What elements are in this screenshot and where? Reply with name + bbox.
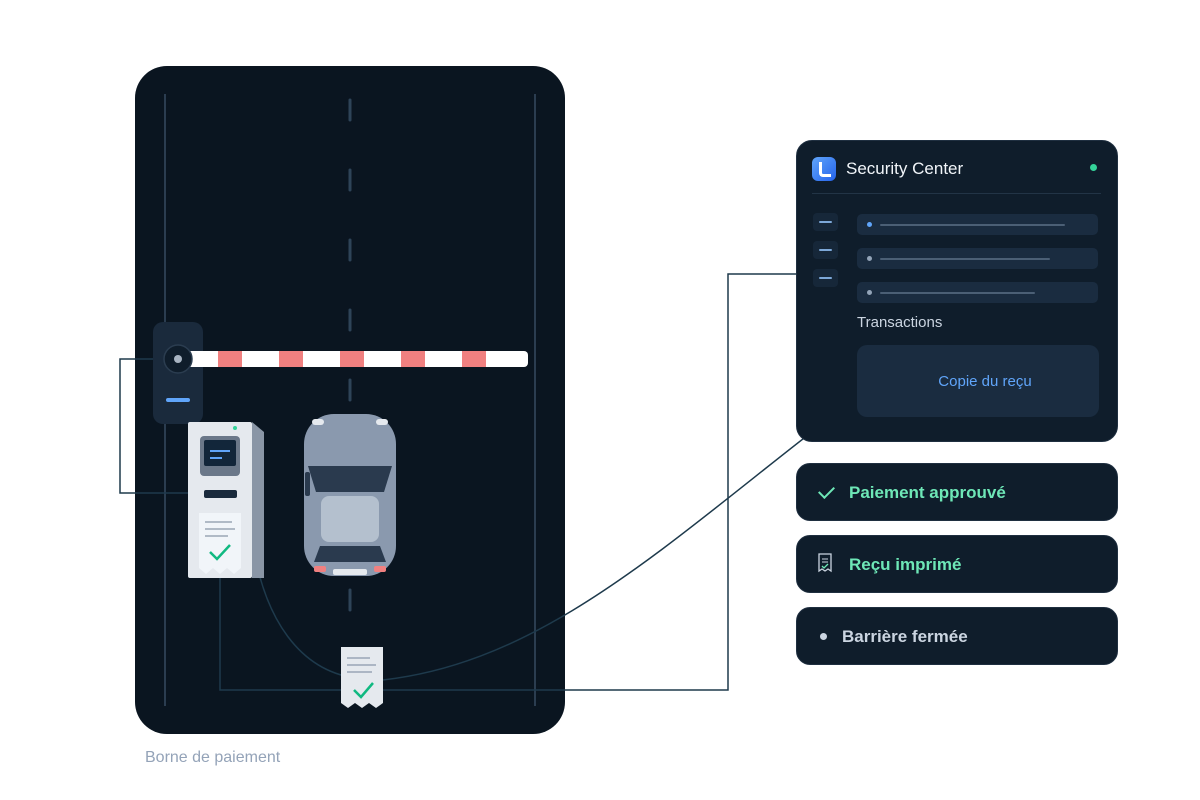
sidebar-menu-item[interactable] <box>813 213 838 231</box>
status-label: Barrière fermée <box>842 627 968 646</box>
online-status-dot <box>1090 164 1097 171</box>
car <box>304 414 396 576</box>
kiosk-caption: Borne de paiement <box>145 749 281 766</box>
row-placeholder <box>880 224 1065 226</box>
barrier-indicator <box>166 398 190 402</box>
sidebar-menu-item[interactable] <box>813 241 838 259</box>
status-barrier-closed: Barrière fermée <box>796 607 1118 665</box>
security-center-title: Security Center <box>846 159 964 178</box>
payment-kiosk <box>188 422 264 578</box>
header-divider <box>812 193 1101 194</box>
security-center-logo-icon <box>812 157 836 181</box>
list-row[interactable] <box>857 248 1098 269</box>
status-label: Reçu imprimé <box>849 555 962 574</box>
bullet-icon <box>820 633 827 640</box>
list-row[interactable] <box>857 214 1098 235</box>
receipt-copy-label: Copie du reçu <box>938 373 1032 390</box>
status-payment-approved: Paiement approuvé <box>796 463 1118 521</box>
list-row[interactable] <box>857 282 1098 303</box>
barrier-gate <box>153 322 528 424</box>
check-icon <box>818 482 835 499</box>
row-placeholder <box>880 258 1050 260</box>
security-center-panel: Security Center Transactions Copie du re… <box>796 140 1118 442</box>
sidebar-menu-item[interactable] <box>813 269 838 287</box>
row-bullet-icon <box>867 256 872 261</box>
receipt-icon <box>818 553 832 573</box>
row-bullet-icon <box>867 222 872 227</box>
receipt-copy-card[interactable]: Copie du reçu <box>857 345 1099 417</box>
status-receipt-printed: Reçu imprimé <box>796 535 1118 593</box>
row-placeholder <box>880 292 1035 294</box>
printed-receipt-icon <box>341 647 383 708</box>
transactions-heading: Transactions <box>857 314 943 331</box>
status-label: Paiement approuvé <box>849 483 1006 502</box>
row-bullet-icon <box>867 290 872 295</box>
